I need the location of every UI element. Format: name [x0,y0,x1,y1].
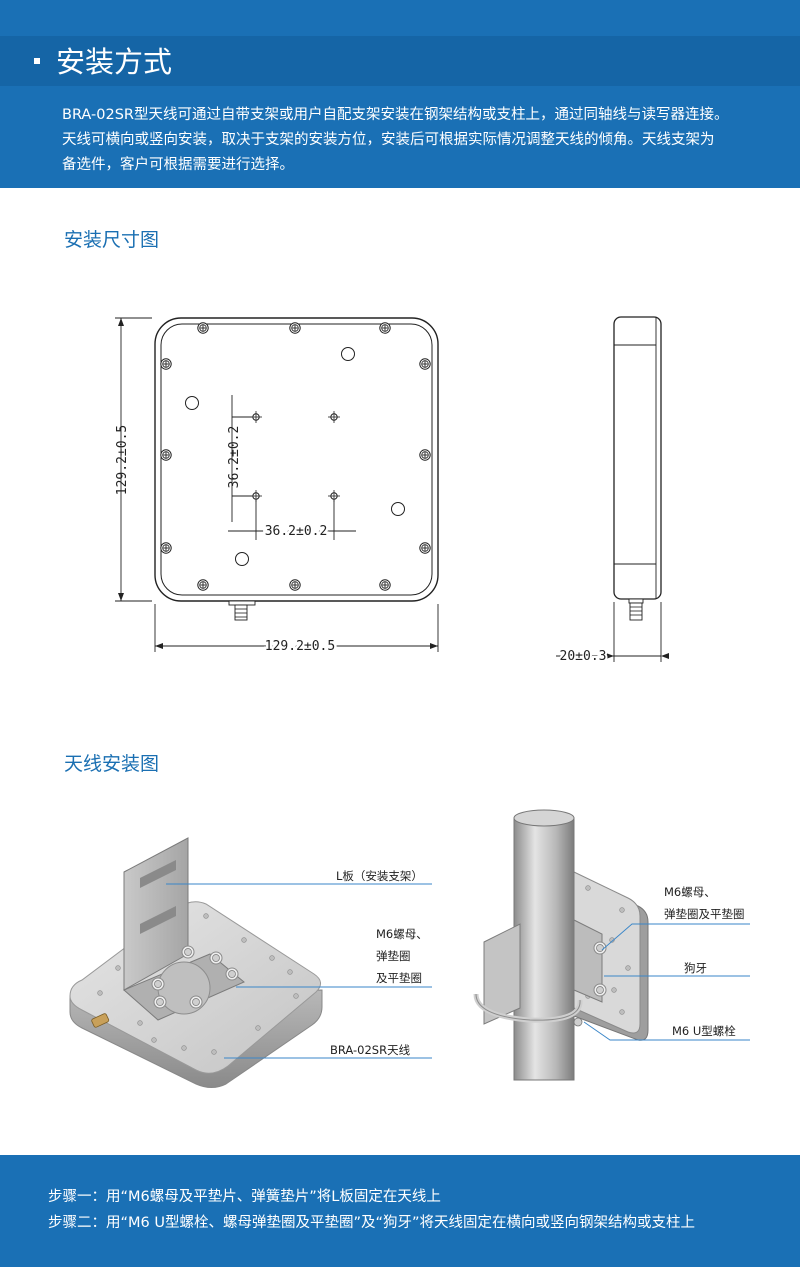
dimension-section-title: 安装尺寸图 [64,229,160,251]
label-antenna-model: BRA-02SR天线 [330,1043,411,1057]
step-two: 步骤二：用“M6 U型螺栓、螺母弹垫圈及平垫圈”及“狗牙”将天线固定在横向或竖向… [48,1215,696,1231]
dimension-lines [115,317,439,652]
label-right-nut-line2: 弹垫圈及平垫圈 [664,907,745,921]
label-dog-tooth: 狗牙 [684,961,707,975]
pole-mount-install-drawing [473,809,649,1081]
steps-footer [0,1155,800,1267]
l-bracket-install-drawing [69,837,323,1088]
hole-horizontal-dimension-label: 36.2±0.2 [265,524,328,539]
label-u-bolt: M6 U型螺栓 [672,1024,736,1038]
width-dimension-label: 129.2±0.5 [265,639,335,654]
label-l-bracket: L板（安装支架） [336,869,423,883]
thickness-dimension-label: 20±0.3 [560,649,607,664]
label-nut-line3: 及平垫圈 [376,971,422,985]
header-title-band [0,36,800,86]
step-one: 步骤一：用“M6螺母及平垫片、弹簧垫片”将L板固定在天线上 [48,1189,441,1205]
header-banner [0,0,800,188]
intro-paragraph: BRA-02SR型天线可通过自带支架或用户自配支架安装在钢架结构或支柱上，通过同… [62,103,762,178]
page-title: 安装方式 [56,45,173,79]
title-bullet [34,58,40,64]
antenna-side-view [613,316,662,621]
height-dimension-label: 129.2±0.5 [115,425,130,495]
intro-line-1: BRA-02SR型天线可通过自带支架或用户自配支架安装在钢架结构或支柱上，通过同… [62,107,729,123]
left-leader-lines [166,883,432,1059]
hole-vertical-dimension-label: 36.2±0.2 [227,426,242,489]
intro-line-2: 天线可横向或竖向安装，取决于支架的安装方位，安装后可根据实际情况调整天线的倾角。… [62,132,715,148]
antenna-front-view [154,317,439,621]
label-nut-line2: 弹垫圈 [376,949,411,963]
label-nut-line1: M6螺母、 [376,927,428,941]
right-leader-lines [583,923,750,1041]
dimension-arrows [118,318,438,649]
intro-line-3: 备选件，客户可根据需要进行选择。 [62,157,294,173]
install-section-title: 天线安装图 [64,753,160,775]
label-right-nut-line1: M6螺母、 [664,885,716,899]
